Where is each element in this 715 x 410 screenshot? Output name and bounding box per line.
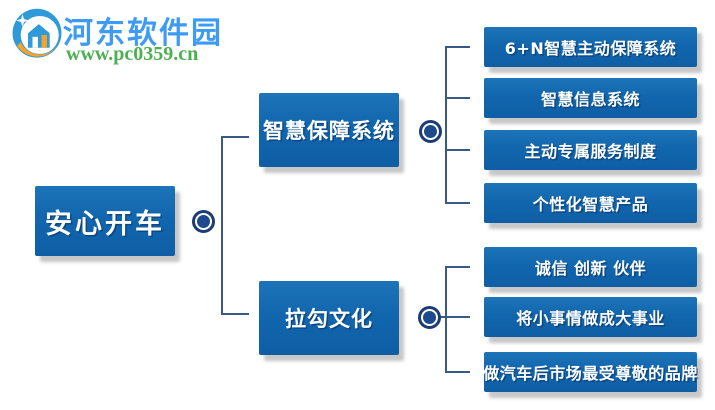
connector-trunk	[221, 137, 223, 315]
leaf-node: 智慧信息系统	[484, 78, 697, 118]
site-name: 河东软件园	[63, 16, 223, 51]
leaf-node: 个性化智慧产品	[484, 183, 697, 223]
leaf-node: 诚信 创新 伙伴	[484, 247, 697, 287]
connector-fan-branch-2	[445, 266, 447, 373]
connector-stub-leaf-1	[445, 46, 470, 48]
bullseye-icon-root	[192, 210, 215, 233]
connector-stub-leaf-6	[440, 316, 470, 318]
site-url: www.pc0359.cn	[66, 43, 199, 65]
branch-node-culture: 拉勾文化	[259, 281, 399, 355]
site-logo-icon	[12, 8, 62, 58]
bullseye-icon-branch-1	[419, 120, 442, 143]
connector-stub-branch-1	[221, 136, 249, 138]
connector-stub-leaf-5	[445, 266, 470, 268]
leaf-node: 主动专属服务制度	[484, 130, 697, 170]
connector-stub-leaf-2	[445, 97, 470, 99]
connector-stub-branch-2	[221, 313, 249, 315]
bullseye-icon-branch-2	[418, 306, 441, 329]
connector-stub-leaf-3	[445, 149, 470, 151]
leaf-node: 将小事情做成大事业	[484, 297, 697, 337]
leaf-node: 6+N智慧主动保障系统	[484, 27, 697, 67]
root-node: 安心开车	[35, 186, 175, 256]
connector-stub-leaf-4	[445, 202, 470, 204]
connector-fan-branch-1	[445, 46, 447, 204]
branch-node-smart-guarantee: 智慧保障系统	[259, 93, 399, 167]
connector-stub-leaf-7	[445, 371, 470, 373]
leaf-node: 做汽车后市场最受尊敬的品牌	[483, 352, 697, 392]
